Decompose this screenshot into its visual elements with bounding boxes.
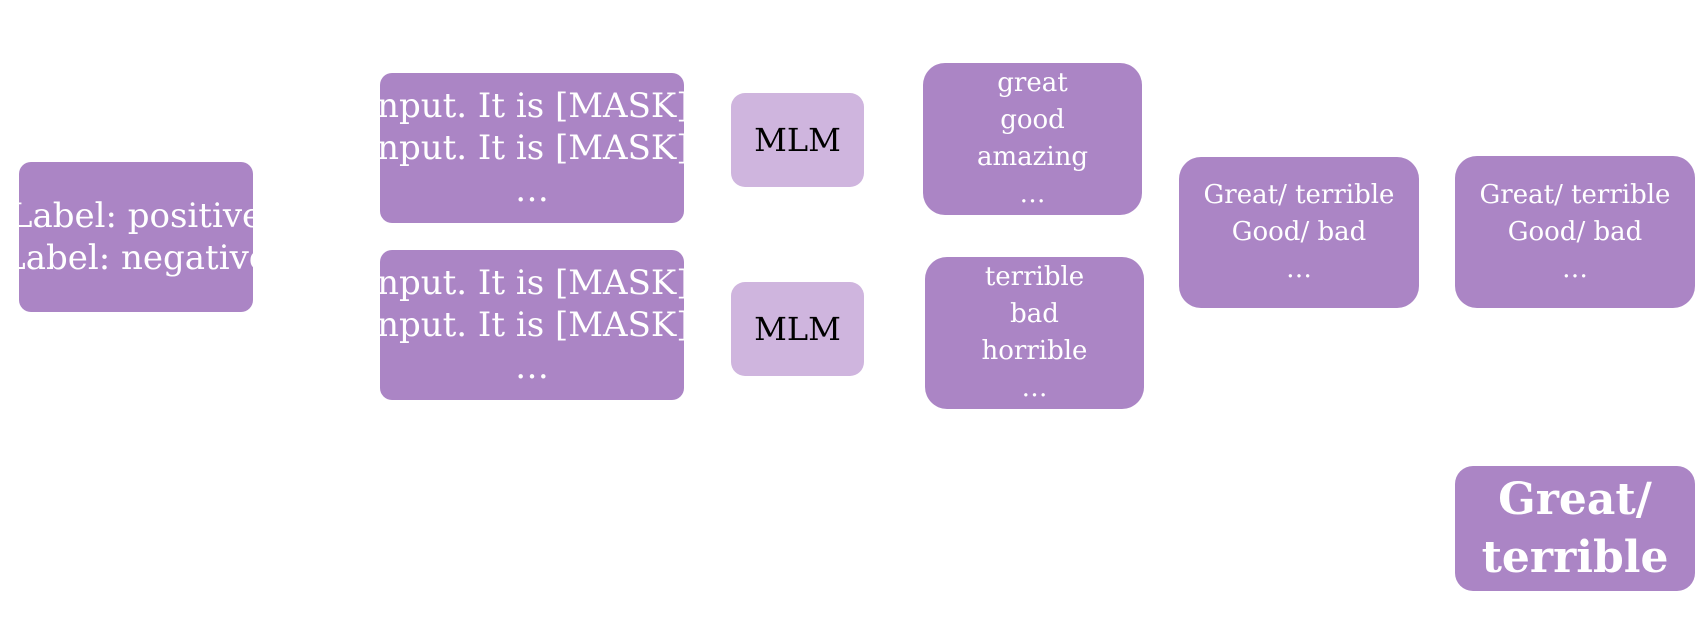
template-line: Input. It is [MASK].: [363, 128, 701, 168]
mlm-label: MLM: [754, 121, 841, 159]
template-line: Input. It is [MASK].: [363, 305, 701, 345]
label-pair: Great/ terrible: [1203, 180, 1395, 210]
label-words-box-positive: great good amazing …: [923, 63, 1142, 215]
label-box: Label: positive Label: negative: [3, 162, 269, 312]
label-word: good: [1000, 105, 1065, 135]
template-line: Input. It is [MASK].: [363, 86, 701, 126]
mlm-box-positive: MLM: [731, 93, 864, 187]
label-pair-ellipsis: …: [1562, 253, 1588, 284]
label-pair-ellipsis: …: [1286, 254, 1312, 284]
template-box-negative: Input. It is [MASK]. Input. It is [MASK]…: [364, 250, 700, 400]
label-pairs-box: Great/ terrible Good/ bad …: [1179, 157, 1419, 308]
label-word-ellipsis: …: [1021, 373, 1048, 403]
label-word: bad: [1010, 299, 1059, 329]
selected-pair-line: Great/: [1498, 473, 1652, 525]
label-positive-text: Label: positive: [9, 196, 263, 236]
label-pair: Great/ terrible: [1479, 179, 1671, 210]
mlm-label: MLM: [754, 310, 841, 348]
label-word: great: [997, 68, 1068, 98]
template-ellipsis: …: [515, 170, 549, 210]
mlm-box-negative: MLM: [731, 282, 864, 376]
label-word: terrible: [984, 262, 1085, 292]
label-word: amazing: [976, 142, 1089, 172]
label-word-ellipsis: …: [1019, 179, 1046, 209]
label-words-box-negative: terrible bad horrible …: [925, 257, 1144, 409]
template-ellipsis: …: [515, 347, 549, 387]
selected-pair-line: terrible: [1481, 531, 1669, 583]
reranked-pairs-box: Great/ terrible Good/ bad …: [1455, 156, 1695, 308]
label-negative-text: Label: negative: [3, 238, 269, 278]
template-line: Input. It is [MASK].: [363, 263, 701, 303]
label-word: horrible: [981, 336, 1088, 366]
selected-pair-box: Great/ terrible: [1455, 466, 1695, 591]
label-pair: Good/ bad: [1507, 216, 1643, 247]
template-box-positive: Input. It is [MASK]. Input. It is [MASK]…: [364, 73, 700, 223]
label-pair: Good/ bad: [1231, 217, 1367, 247]
